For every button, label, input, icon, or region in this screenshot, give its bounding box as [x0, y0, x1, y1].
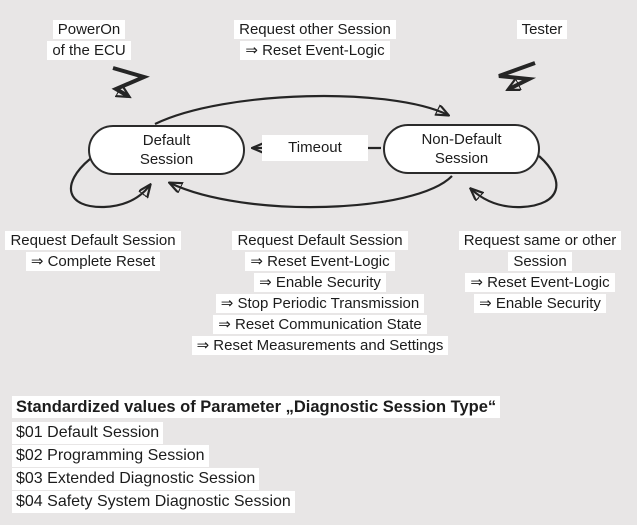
- label-line: ⇒ Reset Measurements and Settings: [191, 336, 449, 355]
- legend-item: $03 Extended Diagnostic Session: [12, 468, 260, 490]
- self-loop-nondefault-session: [471, 155, 558, 209]
- state-non-default-session: Non-Default Session: [383, 124, 540, 174]
- state-label-line: Session: [434, 150, 489, 167]
- label-line: ⇒ Stop Periodic Transmission: [215, 294, 425, 313]
- state-label-line: Session: [139, 151, 194, 168]
- label-line: ⇒ Complete Reset: [25, 252, 161, 271]
- state-label-line: Default: [142, 132, 191, 149]
- label-line: ⇒ Reset Event-Logic: [465, 273, 615, 292]
- label-line: ⇒ Enable Security: [474, 294, 606, 313]
- legend-item: $04 Safety System Diagnostic Session: [12, 491, 295, 513]
- label-line: Request Default Session: [5, 231, 181, 250]
- legend-title: Standardized values of Parameter „Diagno…: [12, 396, 501, 418]
- legend-item: $01 Default Session: [12, 422, 164, 444]
- label-line: Request other Session: [234, 20, 396, 39]
- label-line: Request same or other: [458, 231, 622, 250]
- label-line: ⇒ Reset Event-Logic: [245, 252, 395, 271]
- label-request-other-session: Request other Session ⇒ Reset Event-Logi…: [210, 20, 420, 62]
- label-request-default-complete-reset: Request Default Session ⇒ Complete Reset: [0, 231, 186, 273]
- label-line: PowerOn: [52, 20, 126, 39]
- label-line: Session: [508, 252, 572, 271]
- label-request-default-full-reset: Request Default Session ⇒ Reset Event-Lo…: [178, 231, 462, 357]
- legend-item: $02 Programming Session: [12, 445, 209, 467]
- label-line: Tester: [516, 20, 568, 39]
- label-tester: Tester: [492, 20, 592, 41]
- transition-arrow-nondefault-to-default: [170, 175, 453, 209]
- label-line: Request Default Session: [232, 231, 408, 250]
- flash-event-arrow-icon: [111, 66, 150, 96]
- label-timeout: Timeout: [262, 135, 368, 161]
- legend-standardized-values: Standardized values of Parameter „Diagno…: [12, 396, 501, 514]
- label-request-same-or-other: Request same or other Session ⇒ Reset Ev…: [448, 231, 632, 315]
- label-line: ⇒ Reset Event-Logic: [240, 41, 390, 60]
- self-loop-default-session: [69, 158, 150, 209]
- flash-event-arrow-icon: [498, 61, 537, 89]
- label-line: ⇒ Enable Security: [254, 273, 386, 292]
- label-line: ⇒ Reset Communication State: [213, 315, 427, 334]
- label-power-on-ecu: PowerOn of the ECU: [34, 20, 144, 62]
- state-default-session: Default Session: [88, 125, 245, 175]
- state-label-line: Non-Default: [421, 131, 502, 148]
- label-line: of the ECU: [47, 41, 131, 60]
- transition-arrow-default-to-nondefault: [154, 94, 448, 125]
